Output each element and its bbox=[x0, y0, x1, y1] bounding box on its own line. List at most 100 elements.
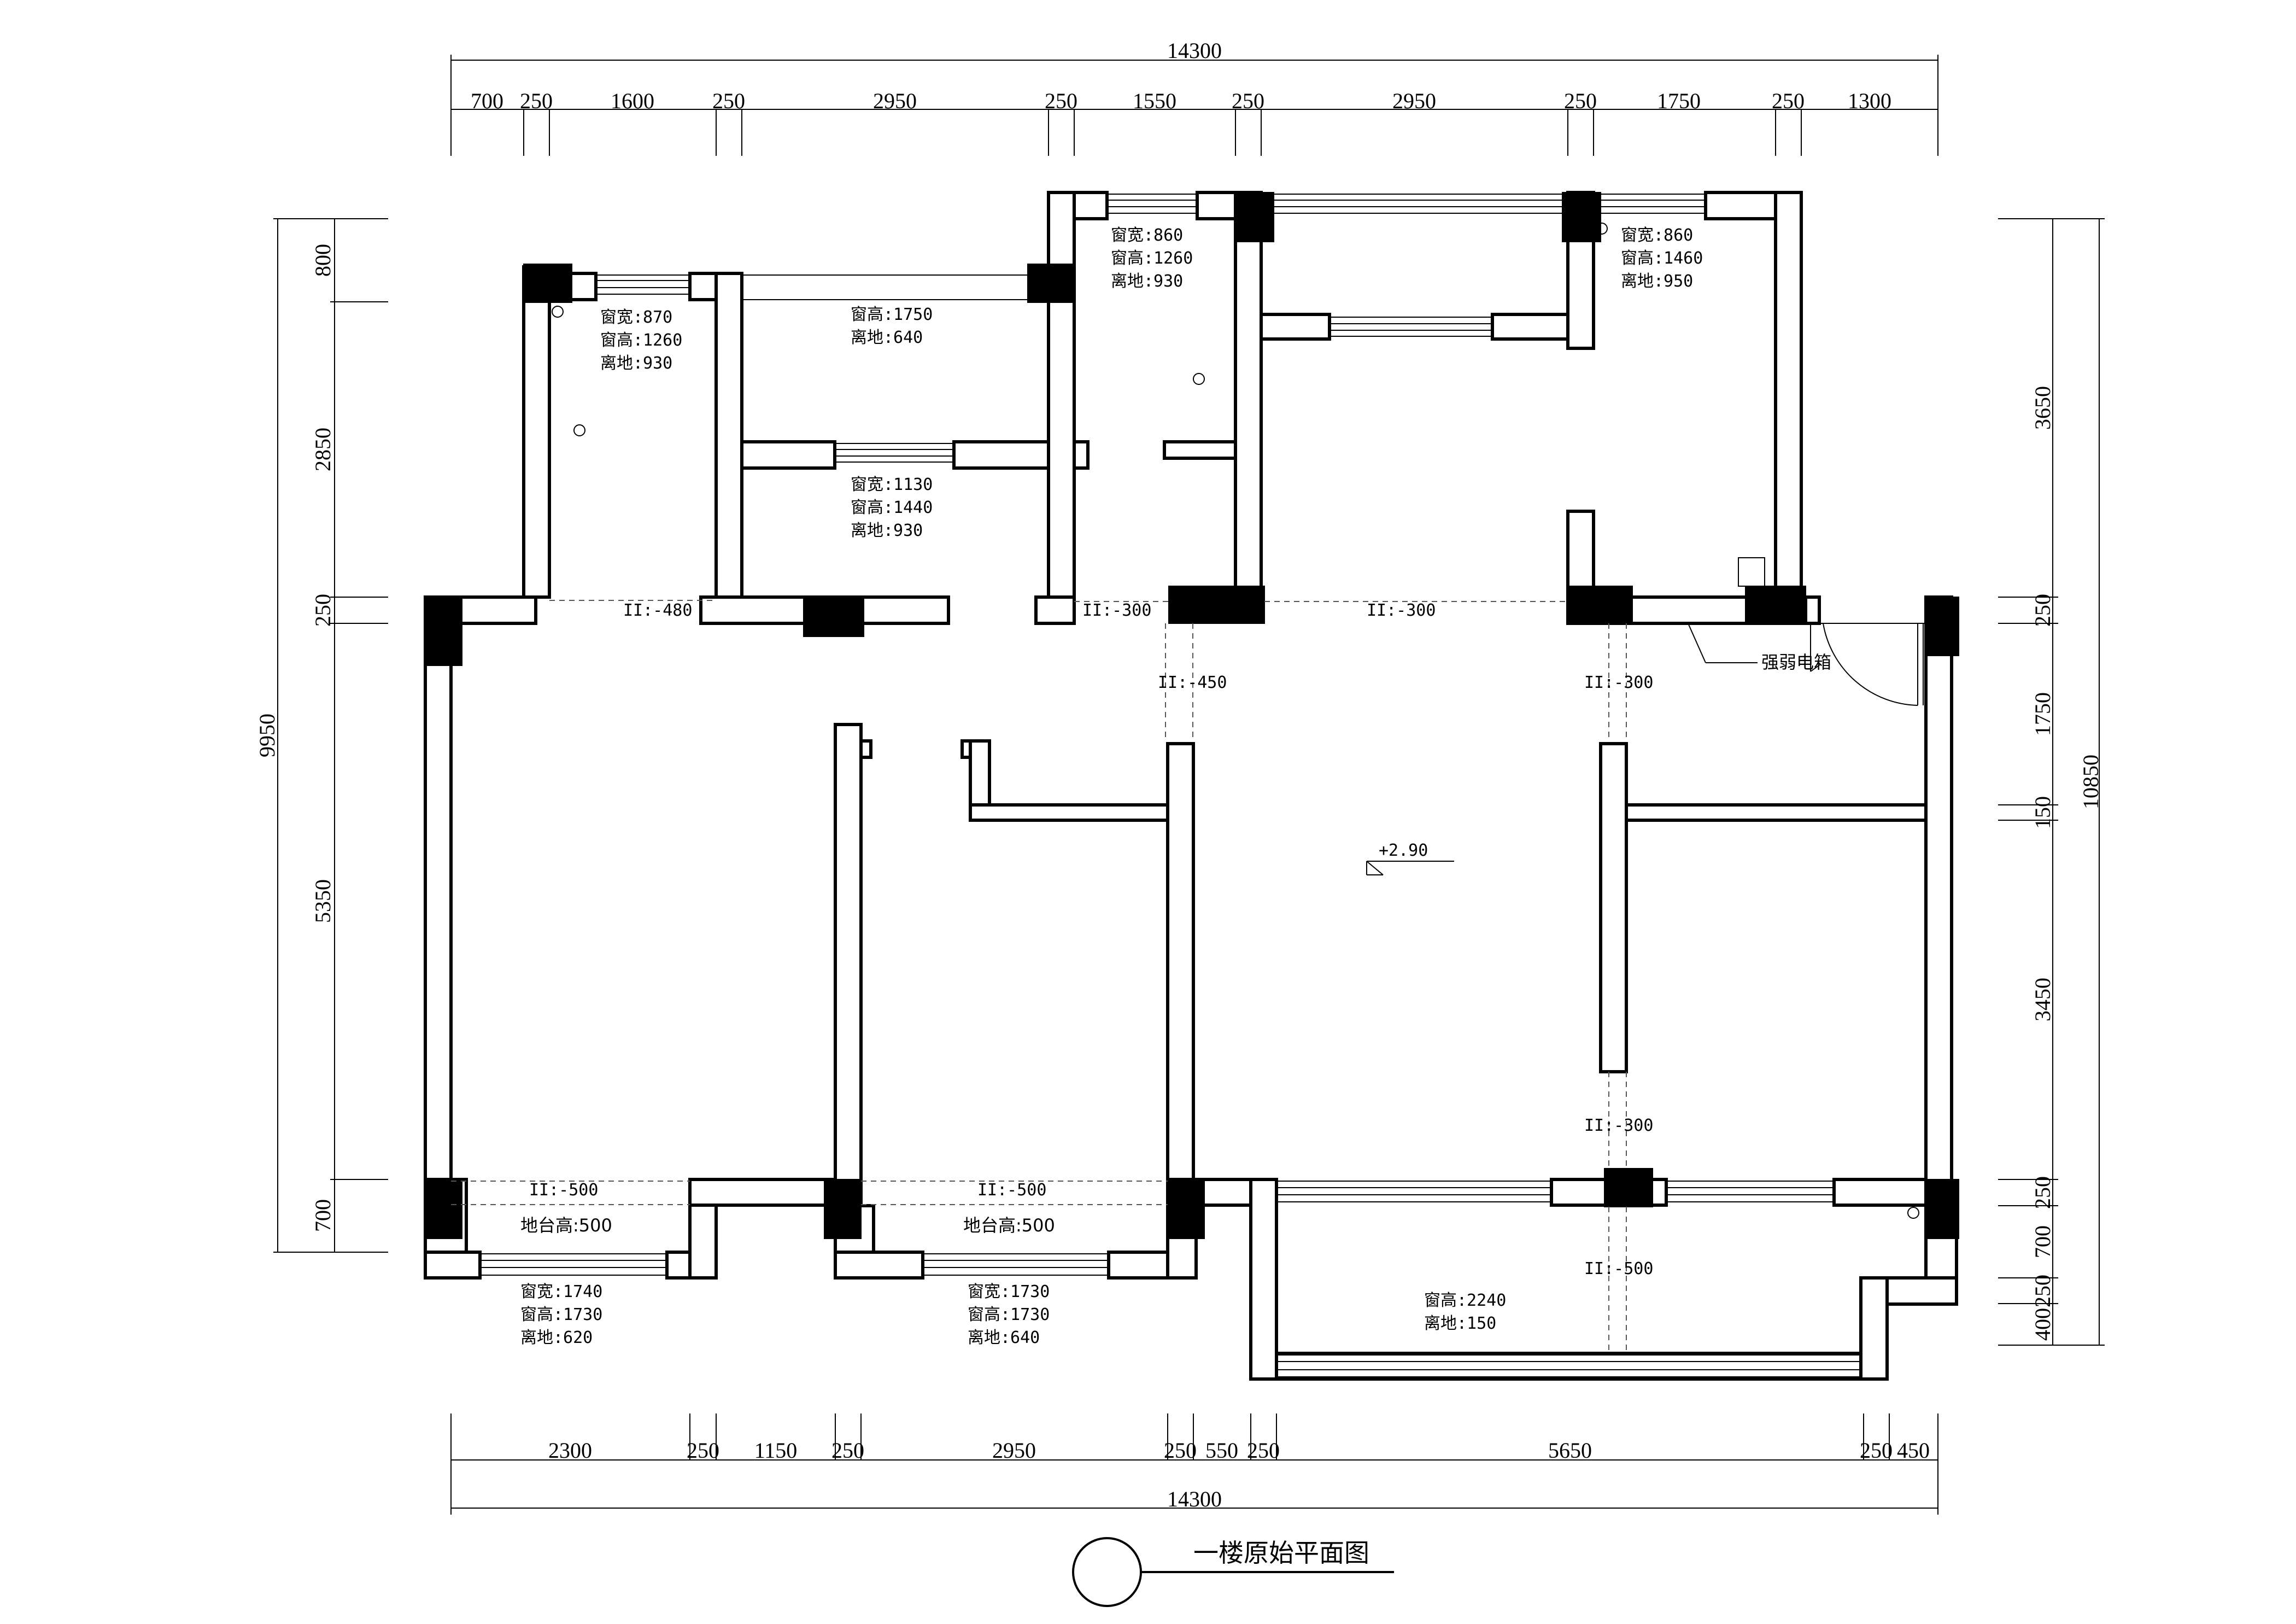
window bbox=[1107, 194, 1197, 214]
left-dimensions: 800 2850 250 5350 700 9950 bbox=[255, 218, 388, 1253]
top-dim-10: 250 bbox=[1564, 89, 1597, 113]
left-dim-1: 800 bbox=[311, 244, 335, 277]
right-dim-9: 400 bbox=[2030, 1308, 2055, 1341]
top-total-dim: 14300 bbox=[1167, 38, 1222, 63]
column bbox=[1168, 586, 1265, 624]
window bbox=[1276, 1181, 1834, 1202]
spec-label: 离地:930 bbox=[600, 354, 672, 373]
beam-label: II:-300 bbox=[1367, 601, 1436, 620]
spec-label: 离地:950 bbox=[1621, 272, 1693, 291]
column bbox=[1562, 192, 1601, 242]
bottom-dim-9: 5650 bbox=[1548, 1438, 1592, 1463]
window bbox=[1274, 194, 1562, 214]
column bbox=[425, 597, 462, 666]
bottom-dim-5: 2950 bbox=[992, 1438, 1036, 1463]
top-dimensions: 14300 700 250 1600 250 2950 250 1550 250… bbox=[450, 38, 1938, 156]
column bbox=[1925, 1179, 1959, 1239]
bottom-dim-2: 250 bbox=[687, 1438, 719, 1463]
spec-label: 窗高:1730 bbox=[520, 1305, 602, 1324]
window bbox=[480, 1253, 667, 1276]
column bbox=[1745, 586, 1806, 624]
column bbox=[1567, 586, 1633, 624]
right-dim-7: 700 bbox=[2030, 1225, 2055, 1258]
columns bbox=[425, 192, 1959, 1239]
bottom-dim-3: 1150 bbox=[754, 1438, 798, 1463]
window-spec-labels: 窗宽:870 窗高:1260 离地:930 窗高:1750 离地:640 窗宽:… bbox=[520, 226, 1703, 1347]
column bbox=[1604, 1168, 1653, 1207]
right-dim-5: 3450 bbox=[2030, 978, 2055, 1021]
window bbox=[596, 274, 690, 295]
spec-label: 窗宽:870 bbox=[600, 308, 672, 327]
top-dim-13: 1300 bbox=[1848, 89, 1891, 113]
left-dim-2: 2850 bbox=[311, 428, 335, 471]
top-dim-3: 1600 bbox=[611, 89, 654, 113]
spec-label: 离地:930 bbox=[1111, 272, 1183, 291]
window bbox=[1329, 317, 1492, 337]
spec-label: 离地:930 bbox=[851, 521, 923, 540]
column bbox=[1027, 264, 1075, 303]
spec-label: 窗宽:860 bbox=[1111, 226, 1183, 245]
entrance-door bbox=[1738, 557, 1926, 706]
top-dim-11: 1750 bbox=[1657, 89, 1701, 113]
right-dim-4: 150 bbox=[2030, 796, 2055, 829]
right-dim-6: 250 bbox=[2030, 1176, 2055, 1209]
beam-label: II:-450 bbox=[1158, 673, 1227, 692]
drain-points bbox=[552, 223, 1919, 1219]
drain-icon bbox=[573, 424, 585, 436]
drain-icon bbox=[1193, 373, 1205, 385]
spec-label: 窗高:2240 bbox=[1424, 1291, 1506, 1310]
spec-label: 窗高:1260 bbox=[600, 331, 682, 350]
left-total-dim: 9950 bbox=[255, 714, 279, 757]
right-dimensions: 3650 250 1750 150 3450 250 700 250 400 1… bbox=[1998, 218, 2105, 1346]
right-dim-1: 3650 bbox=[2030, 386, 2055, 430]
spec-label: 窗高:1730 bbox=[968, 1305, 1050, 1324]
left-dim-5: 700 bbox=[311, 1199, 335, 1232]
drain-icon bbox=[1596, 223, 1608, 235]
bottom-dim-4: 250 bbox=[831, 1438, 864, 1463]
bottom-dim-11: 450 bbox=[1897, 1438, 1930, 1463]
top-dim-9: 2950 bbox=[1392, 89, 1436, 113]
window bbox=[1601, 194, 1706, 214]
drain-icon bbox=[1907, 1207, 1919, 1219]
window bbox=[1276, 1354, 1861, 1377]
beam-label: II:-500 bbox=[529, 1181, 598, 1200]
level-marker: +2.90 bbox=[1366, 841, 1454, 875]
top-dim-5: 2950 bbox=[873, 89, 917, 113]
beam-height-labels: II:-480 II:-300 II:-300 II:-450 II:-300 … bbox=[529, 601, 1653, 1278]
right-dim-8: 250 bbox=[2030, 1275, 2055, 1307]
right-dim-3: 1750 bbox=[2030, 692, 2055, 736]
spec-label: 窗宽:1130 bbox=[851, 475, 933, 494]
top-dim-7: 1550 bbox=[1133, 89, 1176, 113]
spec-label: 窗高:1260 bbox=[1111, 249, 1193, 268]
column bbox=[1235, 192, 1274, 242]
column bbox=[425, 1179, 462, 1239]
beam-label: II:-480 bbox=[623, 601, 692, 620]
column bbox=[803, 597, 864, 637]
spec-label: 离地:150 bbox=[1424, 1314, 1496, 1333]
column bbox=[824, 1179, 862, 1239]
spec-label: 地台高:500 bbox=[963, 1215, 1055, 1236]
spec-label: 窗宽:1740 bbox=[520, 1282, 602, 1301]
top-dim-6: 250 bbox=[1045, 89, 1077, 113]
beam-lines bbox=[451, 600, 1627, 1353]
spec-label: 离地:640 bbox=[968, 1328, 1040, 1347]
bottom-dim-1: 2300 bbox=[548, 1438, 592, 1463]
top-dim-4: 250 bbox=[712, 89, 745, 113]
spec-label: 窗高:1440 bbox=[851, 498, 933, 517]
right-dim-2: 250 bbox=[2030, 594, 2055, 627]
spec-label: 窗宽:860 bbox=[1621, 226, 1693, 245]
left-dim-4: 5350 bbox=[311, 879, 335, 923]
window bbox=[923, 1253, 1109, 1276]
beam-label: II:-500 bbox=[977, 1181, 1046, 1200]
spec-label: 地台高:500 bbox=[520, 1215, 612, 1236]
drawing-title: 一楼原始平面图 bbox=[1072, 1537, 1394, 1607]
bottom-dim-7: 550 bbox=[1205, 1438, 1238, 1463]
spec-label: 窗高:1460 bbox=[1621, 249, 1703, 268]
drawing-title-text: 一楼原始平面图 bbox=[1193, 1538, 1369, 1568]
top-dim-2: 250 bbox=[520, 89, 553, 113]
top-dim-1: 700 bbox=[471, 89, 503, 113]
left-dim-3: 250 bbox=[311, 594, 335, 627]
beam-label: II:-500 bbox=[1584, 1259, 1653, 1278]
column bbox=[1167, 1179, 1205, 1239]
